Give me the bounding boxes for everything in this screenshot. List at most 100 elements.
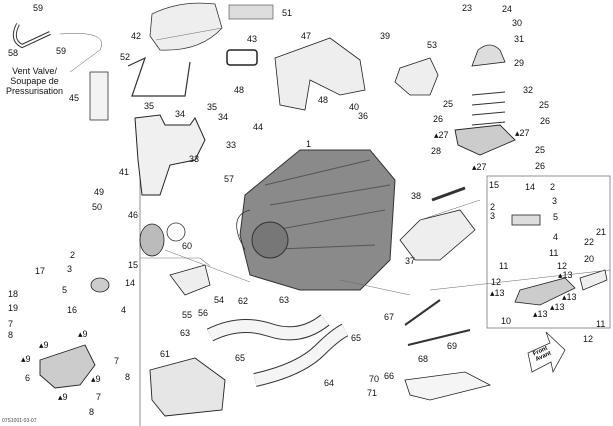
part-callout-67: 67 (384, 312, 395, 322)
part-callout-62: 62 (238, 296, 249, 306)
part-callout-29: 29 (514, 58, 525, 68)
part-callout-11: 11 (549, 248, 559, 258)
part-callout-15: 15 (489, 180, 500, 190)
cover-53 (394, 57, 439, 96)
part-callout-3: 3 (490, 211, 496, 221)
part-callout-48: 48 (318, 95, 329, 105)
part-callout-27: ▴27 (434, 130, 449, 140)
part-callout-13: ▴13 (562, 292, 577, 302)
part-callout-59: 59 (56, 46, 67, 56)
part-callout-27: ▴27 (472, 162, 487, 172)
part-callout-13: ▴13 (550, 302, 565, 312)
vent-note-line: Soupape de (10, 75, 59, 86)
part-callout-19: 19 (8, 303, 19, 313)
part-callout-5: 5 (553, 212, 559, 222)
label-decal (228, 4, 274, 20)
part-callout-25: 25 (535, 145, 546, 155)
part-callout-12: 12 (583, 334, 594, 344)
part-callout-14: 14 (125, 278, 136, 288)
drawing-code: 07S1001-03-07 (2, 418, 37, 424)
seal-43 (226, 49, 258, 66)
bolt-38 (431, 186, 466, 202)
part-callout-12: 12 (557, 261, 568, 271)
part-callout-4: 4 (121, 305, 127, 315)
part-callout-54: 54 (214, 295, 225, 305)
part-callout-47: 47 (301, 31, 312, 41)
part-callout-9: ▴9 (91, 374, 101, 384)
part-callout-17: 17 (35, 266, 46, 276)
vent-note-line: Vent Valve/ (12, 66, 57, 76)
heat-shield-68 (404, 371, 492, 401)
intake-tube (89, 71, 109, 121)
part-callout-39: 39 (380, 31, 391, 41)
part-callout-7: 7 (96, 392, 102, 402)
part-callout-1: 1 (306, 139, 312, 149)
part-callout-8: 8 (125, 372, 131, 382)
part-callout-60: 60 (182, 241, 193, 251)
part-callout-26: 26 (535, 161, 546, 171)
part-callout-55: 55 (182, 310, 193, 320)
part-callout-61: 61 (160, 349, 171, 359)
part-callout-24: 24 (502, 4, 513, 14)
cover-47 (274, 37, 366, 111)
part-callout-22: 22 (584, 237, 595, 247)
part-callout-7: 7 (114, 356, 120, 366)
part-callout-9: ▴9 (39, 340, 49, 350)
part-callout-44: 44 (253, 122, 264, 132)
part-callout-71: 71 (367, 388, 378, 398)
part-callout-11: 11 (596, 319, 606, 329)
part-callout-63: 63 (279, 295, 290, 305)
part-callout-43: 43 (247, 34, 258, 44)
part-callout-2: 2 (490, 202, 496, 212)
air-box (134, 114, 206, 196)
part-callout-51: 51 (282, 8, 293, 18)
vent-note-line: Pressurisation (6, 85, 64, 96)
part-callout-15: 15 (128, 260, 139, 270)
part-callout-9: ▴9 (58, 392, 68, 402)
part-callout-21: 21 (596, 227, 607, 237)
part-callout-8: 8 (89, 407, 95, 417)
mount-5-right (511, 214, 541, 226)
part-callout-37: 37 (405, 256, 416, 266)
part-callout-2: 2 (550, 182, 556, 192)
part-callout-34: 34 (218, 112, 229, 122)
part-callout-65: 65 (351, 333, 362, 343)
part-callout-42: 42 (131, 31, 142, 41)
part-callout-41: 41 (119, 167, 130, 177)
part-callout-64: 64 (324, 378, 335, 388)
part-callout-66: 66 (384, 371, 395, 381)
part-callout-36: 36 (358, 111, 369, 121)
part-callout-69: 69 (447, 341, 458, 351)
part-callout-11: 11 (499, 261, 509, 271)
part-callout-53: 53 (427, 40, 438, 50)
part-callout-16: 16 (67, 305, 78, 315)
part-callout-40: 40 (349, 102, 360, 112)
mount-5-left (90, 277, 110, 293)
part-callout-26: 26 (433, 114, 444, 124)
part-callout-48: 48 (234, 85, 245, 95)
bracket-20 (579, 269, 608, 291)
part-callout-9: ▴9 (78, 329, 88, 339)
part-callout-23: 23 (462, 3, 473, 13)
part-callout-14: 14 (525, 182, 536, 192)
part-callout-50: 50 (92, 202, 103, 212)
part-callout-65: 65 (235, 353, 246, 363)
part-callout-28: 28 (431, 146, 442, 156)
part-callout-33: 33 (226, 140, 237, 150)
part-callout-18: 18 (8, 289, 19, 299)
part-callout-46: 46 (128, 210, 139, 220)
clamp-60 (166, 222, 186, 242)
part-callout-6: 6 (25, 373, 31, 383)
part-callout-9: ▴9 (21, 354, 31, 364)
part-callout-12: 12 (491, 277, 502, 287)
part-callout-3: 3 (552, 196, 558, 206)
right-mount-frame (486, 175, 611, 329)
part-callout-35: 35 (207, 102, 218, 112)
part-callout-4: 4 (553, 232, 559, 242)
bracket-54 (169, 264, 211, 296)
part-callout-45: 45 (69, 93, 80, 103)
engine-block (239, 149, 396, 291)
part-callout-27: ▴27 (515, 128, 530, 138)
part-callout-7: 7 (8, 319, 14, 329)
